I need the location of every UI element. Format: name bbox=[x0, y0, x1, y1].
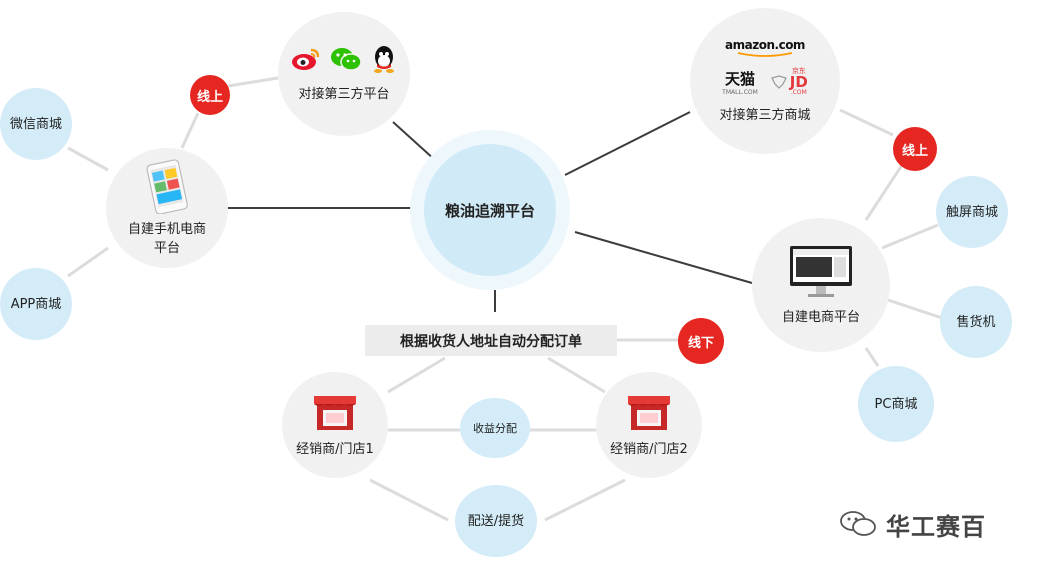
store1-node: 经销商/门店1 bbox=[282, 372, 388, 478]
line-mall-online bbox=[839, 108, 894, 137]
weibo-icon bbox=[292, 48, 320, 70]
self-platform-label: 自建电商平台 bbox=[781, 309, 860, 325]
line-mall-center bbox=[564, 111, 691, 176]
watermark-text: 华工赛百 bbox=[886, 512, 986, 541]
third-party-platform-label: 对接第三方平台 bbox=[298, 86, 390, 102]
jd-logo: 京东 JD .COM bbox=[770, 67, 808, 96]
storefront-icon bbox=[628, 395, 670, 430]
amazon-logo: amazon.com bbox=[725, 37, 805, 52]
store2-label: 经销商/门店2 bbox=[610, 441, 688, 457]
offline-badge: 线下 bbox=[678, 318, 724, 364]
line-thirdparty-center bbox=[392, 121, 436, 161]
line-self-vending bbox=[887, 298, 943, 320]
line-store2-delivery bbox=[544, 478, 626, 522]
line-assign-store2 bbox=[547, 356, 606, 394]
watermark: 华工赛百 bbox=[838, 506, 986, 542]
online-badge-left: 线上 bbox=[190, 75, 230, 115]
line-self-center bbox=[574, 231, 753, 284]
line-online-self bbox=[864, 164, 904, 221]
touch-mall-node: 触屏商城 bbox=[936, 176, 1008, 248]
pc-mall-node: PC商城 bbox=[858, 366, 934, 442]
desktop-monitor-icon bbox=[790, 245, 852, 297]
third-party-mall-label: 对接第三方商城 bbox=[719, 107, 811, 123]
smartphone-icon bbox=[146, 159, 188, 214]
line-mobile-online bbox=[180, 112, 200, 149]
line-app-mobile bbox=[67, 246, 109, 278]
online-badge-right: 线上 bbox=[893, 127, 937, 171]
mobile-platform-label-2: 平台 bbox=[153, 241, 180, 256]
mobile-platform-label-1: 自建手机电商 bbox=[127, 222, 206, 237]
vending-machine-node: 售货机 bbox=[940, 286, 1012, 358]
line-self-pc bbox=[864, 347, 880, 367]
app-mall-node: APP商城 bbox=[0, 268, 72, 340]
store2-node: 经销商/门店2 bbox=[596, 372, 702, 478]
line-self-touch bbox=[881, 223, 939, 250]
tmall-logo: 天猫 TMALL.COM bbox=[722, 69, 758, 96]
center-node: 粮油追溯平台 bbox=[410, 130, 570, 290]
third-party-platform-node: 对接第三方平台 bbox=[278, 12, 410, 136]
profit-share-node: 收益分配 bbox=[460, 398, 530, 458]
jd-dog-icon bbox=[770, 74, 787, 89]
wechat-outline-icon bbox=[840, 511, 876, 536]
mobile-platform-node: 自建手机电商 平台 bbox=[106, 148, 228, 268]
center-label: 粮油追溯平台 bbox=[424, 144, 556, 276]
self-platform-node: 自建电商平台 bbox=[752, 218, 890, 352]
store1-label: 经销商/门店1 bbox=[296, 441, 374, 457]
third-party-mall-node: amazon.com 天猫 TMALL.COM 京东 JD .COM 对接第三方… bbox=[690, 8, 840, 154]
line-store1-delivery bbox=[369, 478, 449, 522]
social-icons bbox=[291, 45, 397, 73]
line-wechat-mobile bbox=[67, 146, 109, 172]
wechat-icon bbox=[331, 47, 362, 71]
brand-row: 天猫 TMALL.COM 京东 JD .COM bbox=[722, 67, 808, 96]
storefront-icon bbox=[314, 395, 356, 430]
amazon-smile-icon bbox=[737, 51, 793, 57]
qq-icon bbox=[374, 45, 394, 73]
auto-assign-bar: 根据收货人地址自动分配订单 bbox=[365, 325, 617, 356]
line-assign-store1 bbox=[387, 356, 446, 394]
wechat-mall-node: 微信商城 bbox=[0, 88, 72, 160]
delivery-node: 配送/提货 bbox=[455, 485, 537, 557]
line-online-thirdparty bbox=[227, 76, 279, 88]
